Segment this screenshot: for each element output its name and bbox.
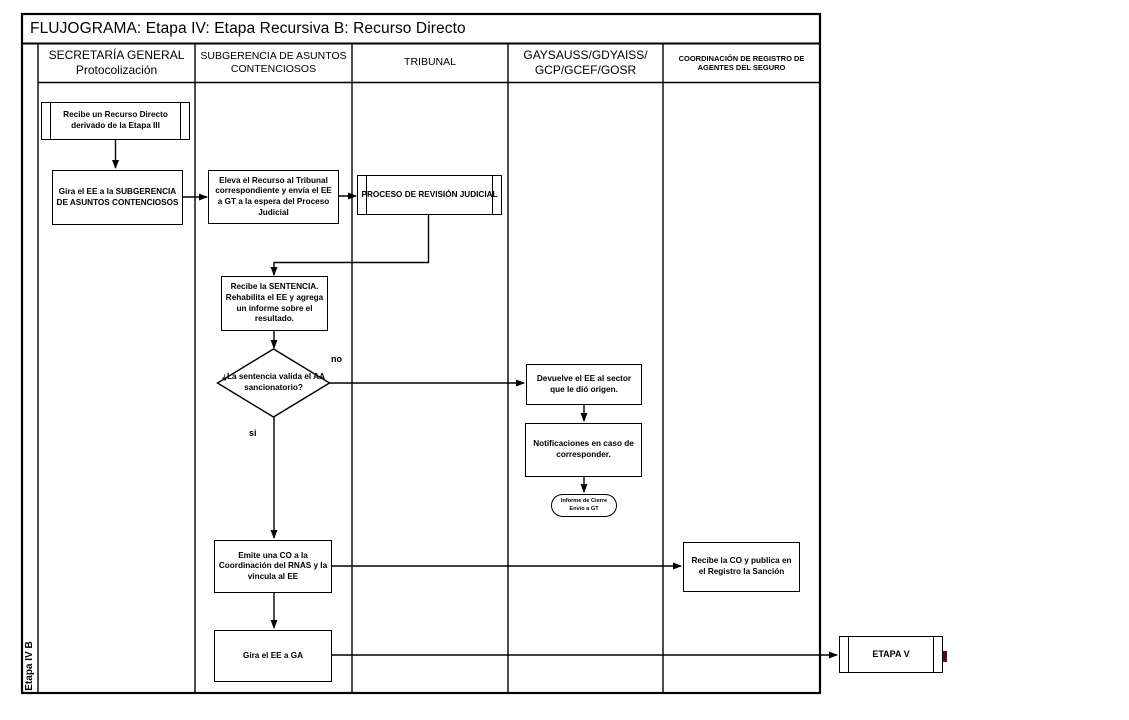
node-gira-ee-ga: Gira el EE a GA	[214, 630, 332, 682]
node-recibe-co-publica-registro: Recibe la CO y publica en el Registro la…	[683, 542, 800, 592]
lane-header-line: GCP/GCEF/GOSR	[534, 63, 637, 77]
lane-header-line: Protocolización	[75, 63, 158, 77]
lane-header-line: TRIBUNAL	[404, 56, 456, 69]
edge-label-si: si	[249, 428, 257, 438]
lane-header-gaysauss: GAYSAUSS/GDYAISS/ GCP/GCEF/GOSR	[508, 44, 663, 82]
node-decision-sentencia-valida: ¿La sentencia valida el AA sancionatorio…	[222, 372, 325, 392]
flow-connectors	[112, 140, 838, 659]
swimlane-frame	[20, 12, 822, 695]
node-recibe-recurso-directo: Recibe un Recurso Directo derivado de la…	[41, 102, 190, 140]
node-recibe-sentencia: Recibe la SENTENCIA. Rehabilita el EE y …	[221, 276, 328, 331]
outer-border	[20, 12, 822, 695]
node-notificaciones: Notificaciones en caso de corresponder.	[525, 423, 642, 477]
lane-header-subgerencia: SUBGERENCIA DE ASUNTOS CONTENCIOSOS	[195, 44, 352, 82]
stage-side-label: Etapa IV B	[24, 641, 35, 691]
lane-header-line: AGENTES DEL SEGURO	[697, 63, 786, 72]
lane-header-tribunal: TRIBUNAL	[352, 44, 508, 82]
node-devuelve-ee-sector: Devuelve el EE al sector que le dió orig…	[526, 364, 642, 405]
arrow-proceso-to-sentencia	[270, 215, 430, 276]
lane-header-line: CONTENCIOSOS	[230, 63, 317, 75]
lane-header-line: GAYSAUSS/GDYAISS/	[523, 48, 648, 62]
edge-label-no: no	[331, 354, 342, 364]
lane-header-line: SUBGERENCIA DE ASUNTOS	[200, 49, 347, 62]
lane-header-secretaria-general: SECRETARÍA GENERAL Protocolización	[38, 44, 195, 82]
lane-header-coordinacion-registro: COORDINACIÓN DE REGISTRO DE AGENTES DEL …	[663, 44, 820, 82]
red-artifact-mark	[943, 651, 947, 662]
node-etapa-v: ETAPA V	[839, 636, 943, 673]
node-eleva-recurso-tribunal: Eleva el Recurso al Tribunal correspondi…	[208, 170, 339, 224]
lane-header-line: COORDINACIÓN DE REGISTRO DE	[678, 53, 805, 63]
page-title: FLUJOGRAMA: Etapa IV: Etapa Recursiva B:…	[30, 20, 466, 37]
node-proceso-revision-judicial: PROCESO DE REVISIÓN JUDICIAL	[357, 175, 502, 215]
lane-header-line: SECRETARÍA GENERAL	[48, 48, 185, 62]
decision-diamond-shape	[216, 348, 331, 418]
node-informe-cierre-envio-gt: Informe de Cierre Envío a GT	[551, 494, 617, 517]
node-gira-ee-subgerencia: Gira el EE a la SUBGERENCIA DE ASUNTOS C…	[52, 170, 183, 225]
node-emite-co-rnas: Emite una CO a la Coordinación del RNAS …	[214, 540, 332, 593]
